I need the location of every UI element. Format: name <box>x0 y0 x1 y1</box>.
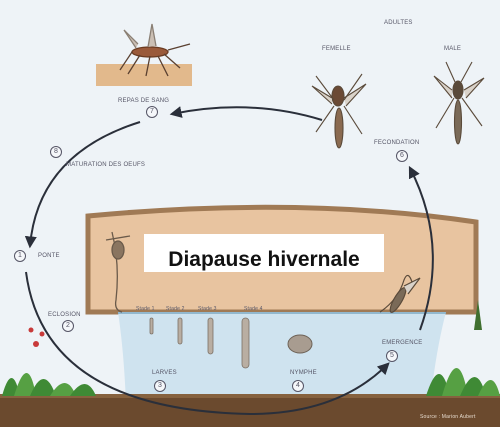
stage-4-label: Stade 4 <box>244 306 263 312</box>
blood-meal-label: REPAS DE SANG <box>118 98 169 104</box>
source-credit: Source : Marion Aubert <box>420 414 476 420</box>
laying-label: PONTE <box>38 253 60 259</box>
adults-label: ADULTES <box>384 20 413 26</box>
egg-maturation-label: MATURATION DES OEUFS <box>66 162 145 168</box>
step-blood-meal-badge: 7 <box>146 106 158 118</box>
step-nymph-badge: 4 <box>292 380 304 392</box>
step-fertilization-badge: 6 <box>396 150 408 162</box>
larvae-label: LARVES <box>152 370 177 376</box>
male-mosquito-icon <box>434 62 484 144</box>
ground-strip <box>0 396 500 427</box>
female-label: FEMELLE <box>322 46 351 52</box>
stage-2-label: Stade 2 <box>166 306 185 312</box>
emergence-label: EMERGENCE <box>382 340 422 346</box>
arrow-adults-to-bloodmeal <box>172 107 322 120</box>
step-larvae-badge: 3 <box>154 380 166 392</box>
male-label: MALE <box>444 46 461 52</box>
fertilization-label: FECONDATION <box>374 140 419 146</box>
female-mosquito-icon <box>312 74 366 148</box>
stage-3-label: Stade 3 <box>198 306 217 312</box>
step-emergence-badge: 5 <box>386 350 398 362</box>
skin-strip <box>96 64 192 86</box>
step-hatching-badge: 2 <box>62 320 74 332</box>
overlay-caption: Diapause hivernale <box>144 246 384 274</box>
stage-1-label: Stade 1 <box>136 306 155 312</box>
step-maturation-badge: 8 <box>50 146 62 158</box>
nymph-icon <box>288 335 312 353</box>
hatching-label: ECLOSION <box>48 312 81 318</box>
step-laying-badge: 1 <box>14 250 26 262</box>
nymph-label: NYMPHE <box>290 370 317 376</box>
